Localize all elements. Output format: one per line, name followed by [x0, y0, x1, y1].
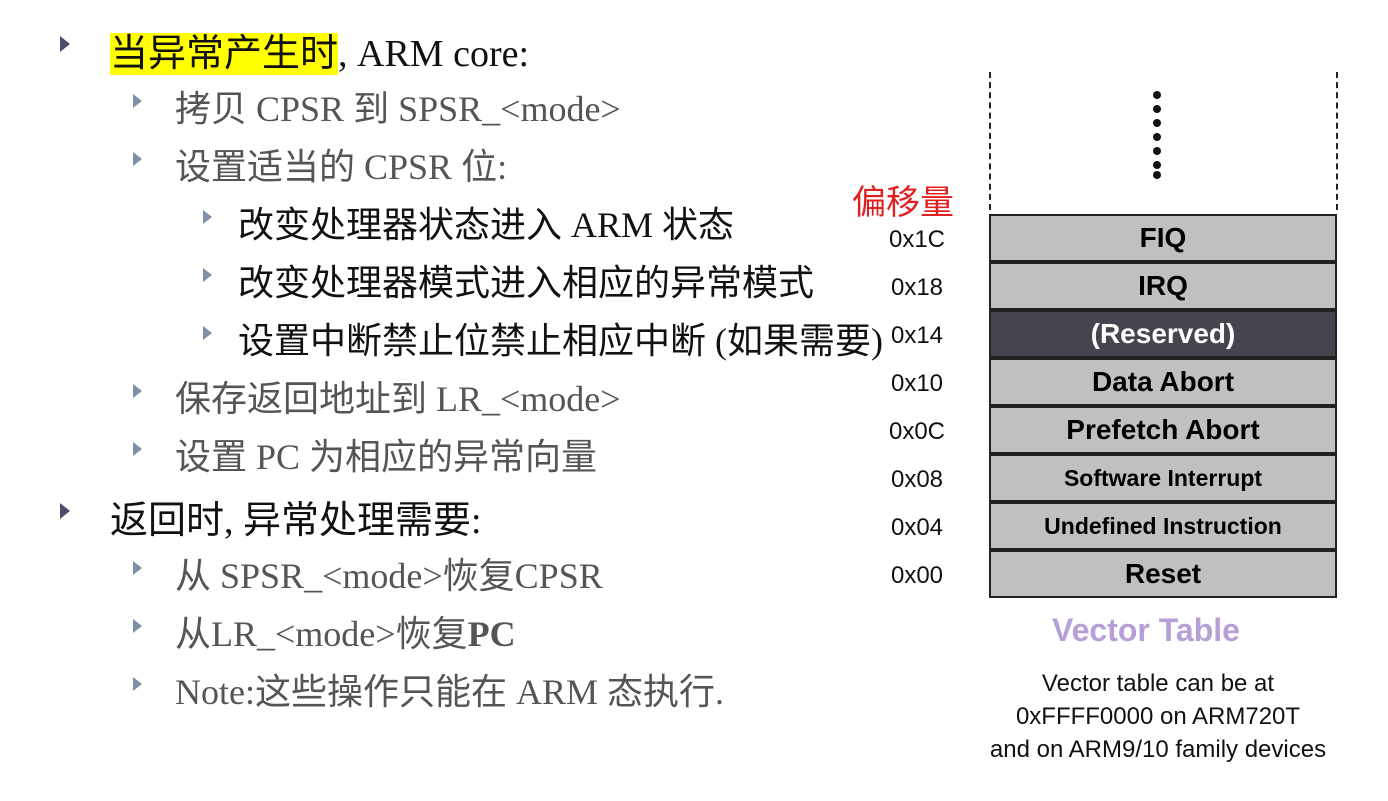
vector-table-dashed-right	[1336, 72, 1338, 210]
bullet-note: Note:这些操作只能在 ARM 态执行.	[175, 672, 725, 712]
bullet-arrow-icon	[133, 619, 142, 633]
bullet-arrow-icon	[133, 94, 142, 108]
bullet-restore-pc: 从LR_<mode>恢复PC	[175, 605, 516, 657]
bullet-exception-entry: 当异常产生时, ARM core:	[110, 22, 529, 77]
highlighted-text: 当异常产生时	[110, 33, 339, 75]
vector-row-data-abort: Data Abort	[989, 358, 1337, 406]
bold-text: PC	[467, 614, 516, 654]
offset-label-0x08: 0x08	[890, 466, 944, 493]
bullet-arrow-icon	[203, 268, 212, 282]
bullet-arrow-icon	[133, 384, 142, 398]
ellipsis-dot	[1153, 147, 1161, 155]
offset-label-0x14: 0x14	[890, 322, 944, 349]
offset-label-0x1c: 0x1C	[888, 226, 946, 253]
ellipsis-dot	[1153, 133, 1161, 141]
ellipsis-dot	[1153, 119, 1161, 127]
bullet-arrow-icon	[133, 152, 142, 166]
bullet-arrow-icon	[133, 442, 142, 456]
ellipsis-dot	[1153, 171, 1161, 179]
offset-label-0x10: 0x10	[890, 370, 944, 397]
bullet-enter-exception-mode: 改变处理器模式进入相应的异常模式	[238, 263, 815, 303]
bullet-arrow-icon	[60, 503, 70, 519]
ellipsis-dot	[1153, 105, 1161, 113]
vector-table-dashed-left	[989, 72, 991, 210]
bullet-copy-cpsr: 拷贝 CPSR 到 SPSR_<mode>	[175, 89, 621, 129]
offset-label-0x00: 0x00	[890, 562, 944, 589]
bullet-set-cpsr-bits: 设置适当的 CPSR 位:	[175, 147, 508, 187]
bullet-exception-return: 返回时, 异常处理需要:	[110, 500, 482, 542]
vector-row-prefetch-abort: Prefetch Abort	[989, 406, 1337, 454]
bullet-text: 从LR_<mode>恢复	[175, 614, 468, 654]
bullet-disable-interrupts: 设置中断禁止位禁止相应中断 (如果需要)	[238, 321, 883, 361]
vector-table-note-line: Vector table can be at	[1041, 670, 1275, 697]
bullet-arrow-icon	[133, 561, 142, 575]
vector-table-caption: Vector Table	[1052, 612, 1240, 648]
bullet-save-return-address: 保存返回地址到 LR_<mode>	[175, 379, 621, 419]
offset-label-0x0c: 0x0C	[888, 418, 946, 445]
bullet-arrow-icon	[133, 677, 142, 691]
ellipsis-dot	[1153, 91, 1161, 99]
vector-row-reserved: (Reserved)	[989, 310, 1337, 358]
vector-row-reset: Reset	[989, 550, 1337, 598]
vector-row-undefined-instruction: Undefined Instruction	[989, 502, 1337, 550]
vector-table-note-line: 0xFFFF0000 on ARM720T	[1015, 703, 1301, 730]
vector-row-software-interrupt: Software Interrupt	[989, 454, 1337, 502]
bullet-set-pc: 设置 PC 为相应的异常向量	[175, 437, 598, 477]
offset-label-0x04: 0x04	[890, 514, 944, 541]
vector-table-note-line: and on ARM9/10 family devices	[989, 736, 1327, 763]
vector-row-fiq: FIQ	[989, 214, 1337, 262]
offset-label-0x18: 0x18	[890, 274, 944, 301]
bullet-restore-cpsr: 从 SPSR_<mode>恢复CPSR	[175, 556, 603, 596]
bullet-text: , ARM core:	[338, 33, 530, 75]
offset-title: 偏移量	[852, 185, 954, 222]
vector-row-irq: IRQ	[989, 262, 1337, 310]
bullet-arrow-icon	[203, 326, 212, 340]
ellipsis-dot	[1153, 161, 1161, 169]
bullet-enter-arm-state: 改变处理器状态进入 ARM 状态	[238, 205, 735, 245]
bullet-arrow-icon	[60, 36, 70, 52]
bullet-arrow-icon	[203, 210, 212, 224]
